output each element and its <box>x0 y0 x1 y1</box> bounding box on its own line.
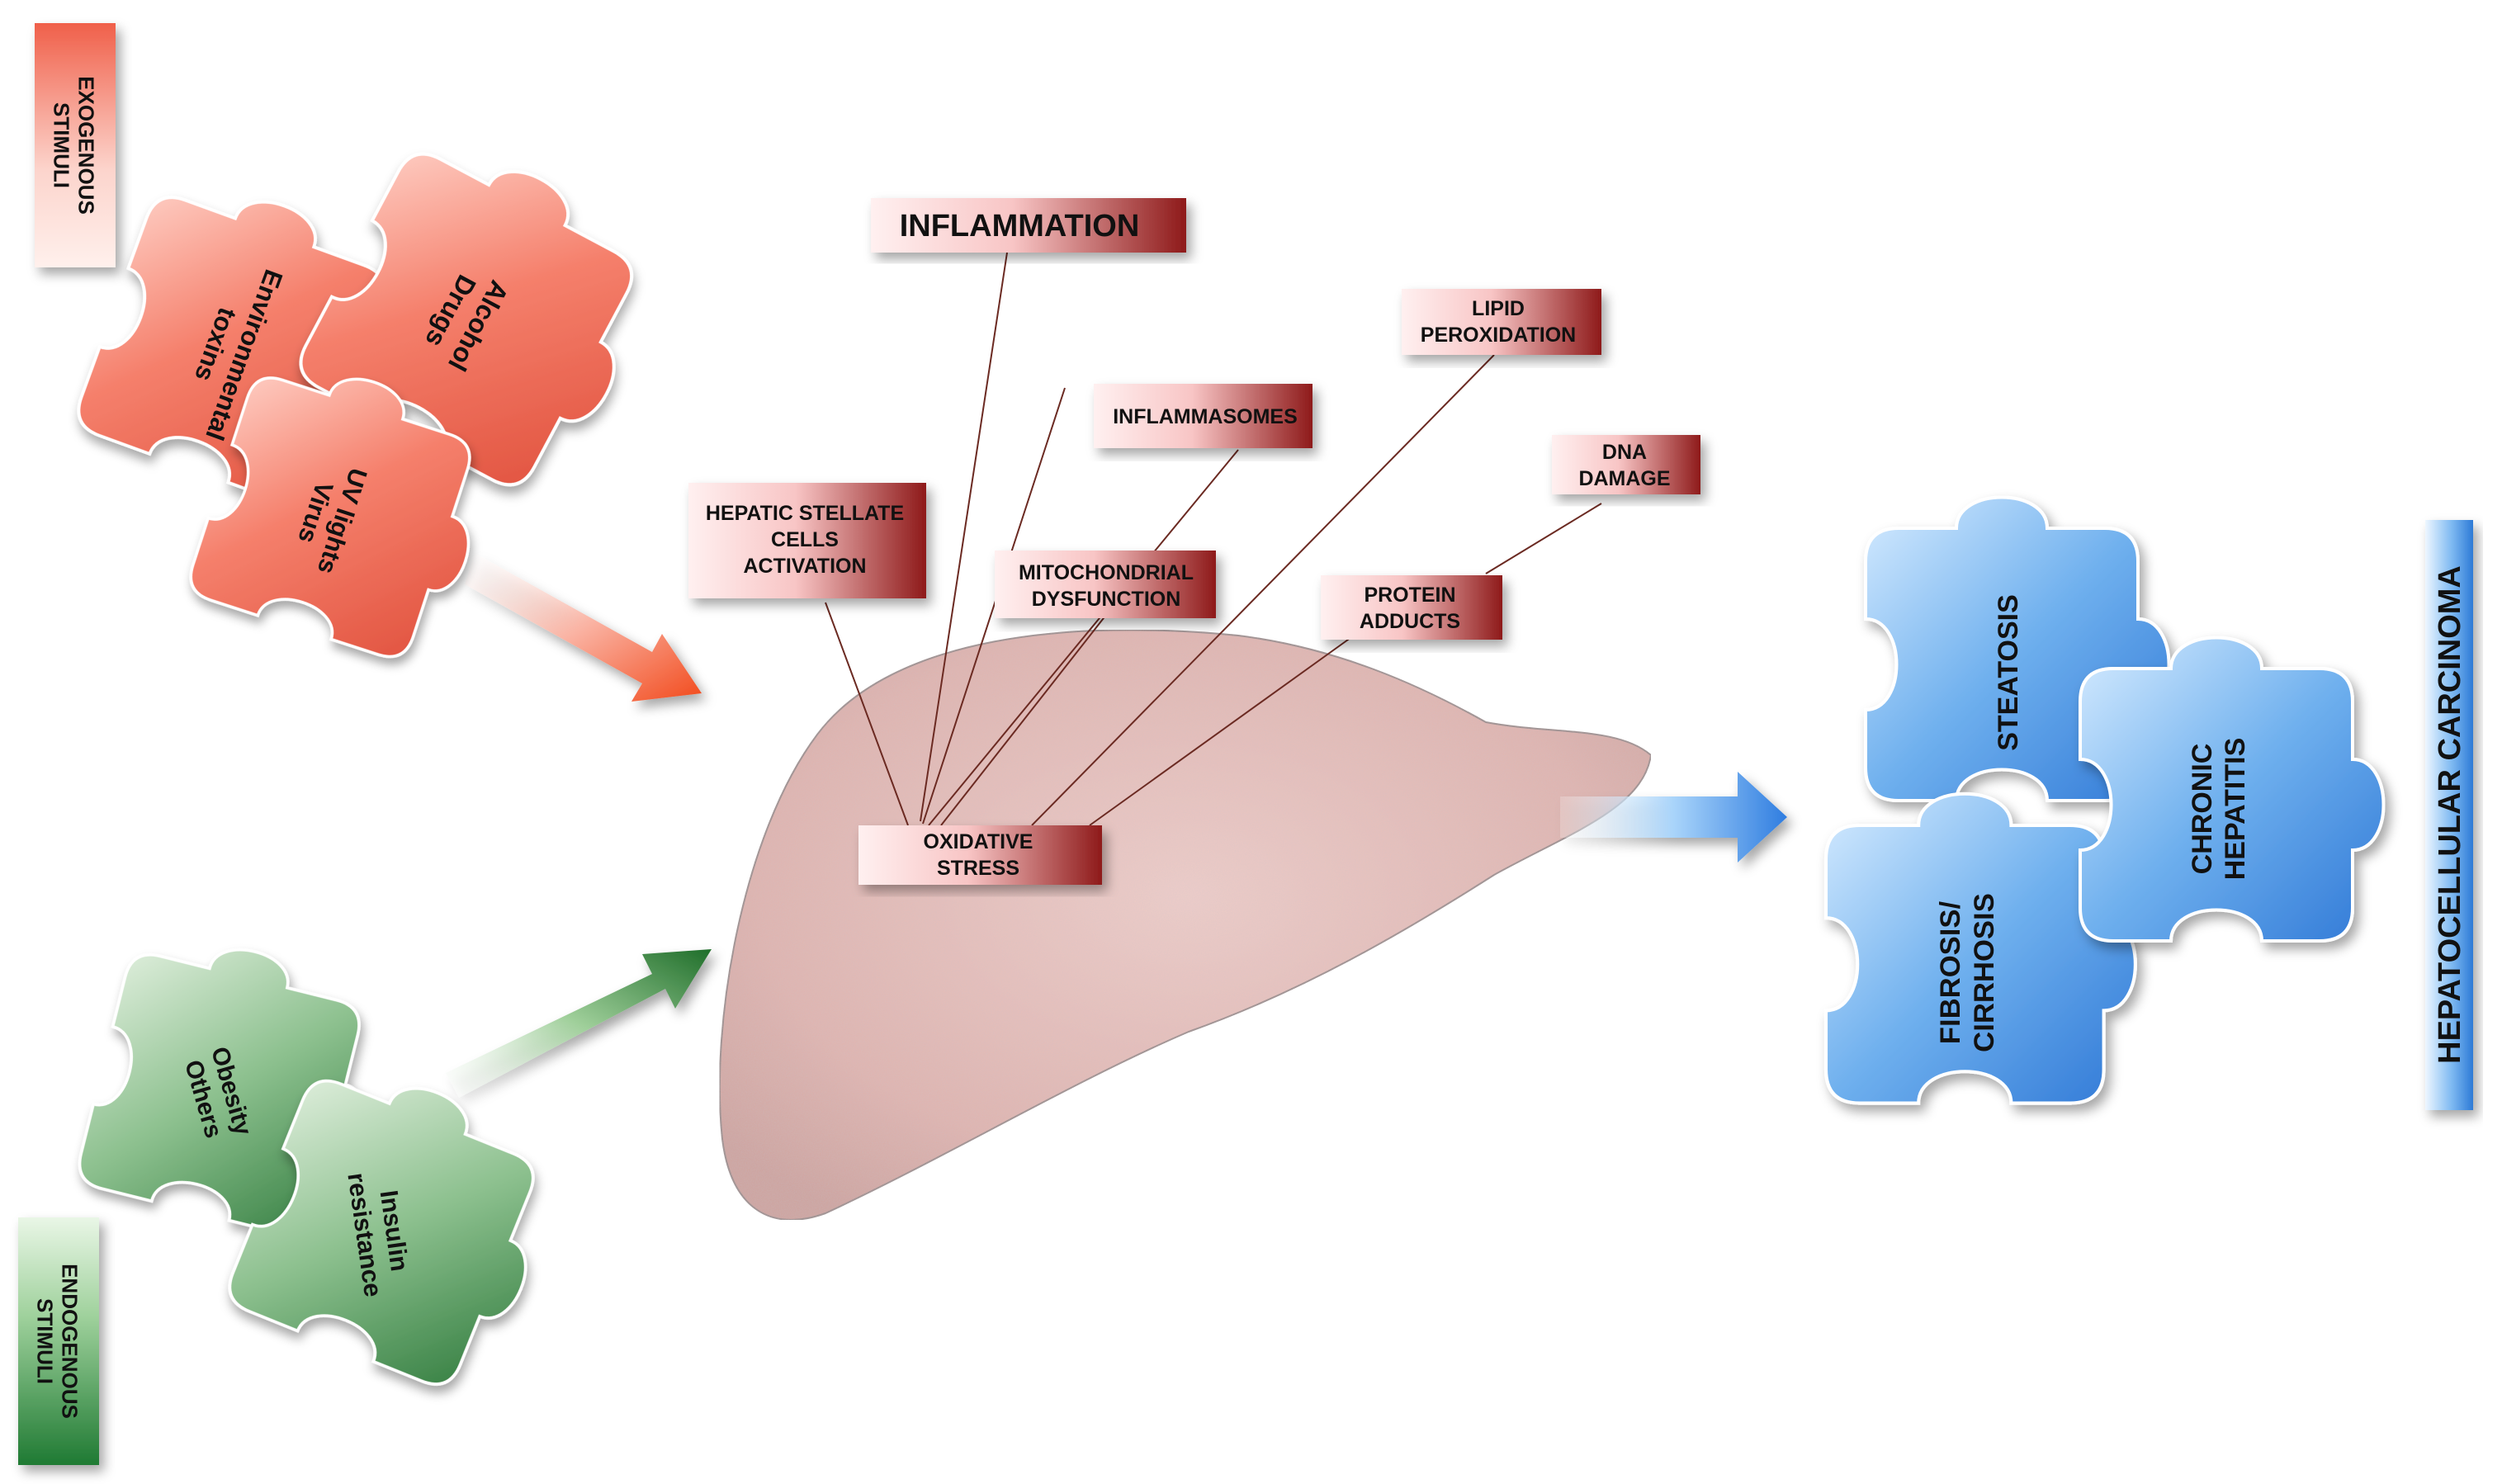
endo-label-line-1: STIMULI <box>33 1298 58 1384</box>
out-0-line-0: STEATOSIS <box>1993 594 2024 751</box>
arrow-outcome <box>1560 772 1787 863</box>
liver-shape <box>718 629 1653 1221</box>
mech-3-line-0: DNA <box>1602 441 1647 464</box>
box-protein-adducts: PROTEIN ADDUCTS <box>1321 575 1502 640</box>
connector-lines <box>825 252 1602 826</box>
puzzle-piece-fibrosis-cirrhosis: FIBROSIS/CIRRHOSIS <box>1826 794 2135 1104</box>
svg-text:STEATOSIS: STEATOSIS <box>1993 594 2024 751</box>
endogenous-stimuli-label: ENDOGENOUSSTIMULI <box>18 1217 99 1465</box>
box-mitochondrial-dysfunction: MITOCHONDRIAL DYSFUNCTION <box>995 551 1216 618</box>
hcc-text: HEPATOCELLULAR CARCINOMA <box>2433 565 2467 1064</box>
mech-2-line-0: INFLAMMASOMES <box>1113 405 1298 428</box>
out-1-line-0: CHRONIC <box>2187 744 2218 875</box>
puzzle-piece-chronic-hepatitis: CHRONICHEPATITIS <box>2079 636 2386 943</box>
mech-5-line-1: DYSFUNCTION <box>1032 588 1181 611</box>
out-2-line-1: CIRRHOSIS <box>1969 893 2000 1052</box>
mech-1-line-0: LIPID <box>1472 297 1525 320</box>
arrow-endogenous <box>446 949 712 1098</box>
box-inflammasomes: INFLAMMASOMES <box>1094 384 1312 448</box>
center-text-line-1: STRESS <box>937 857 1019 880</box>
box-oxidative-stress: OXIDATIVE STRESS <box>858 825 1102 885</box>
puzzle-piece-steatosis: STEATOSIS <box>1864 495 2171 802</box>
out-1-line-1: HEPATITIS <box>2220 738 2251 881</box>
svg-text:CHRONICHEPATITIS: CHRONICHEPATITIS <box>2187 738 2251 881</box>
svg-text:EXOGENOUSSTIMULI: EXOGENOUSSTIMULI <box>50 76 99 215</box>
box-inflammation: INFLAMMATION <box>871 198 1186 253</box>
mech-4-line-0: HEPATIC STELLATE <box>706 502 904 525</box>
svg-text:INFLAMMASOMES: INFLAMMASOMES <box>1113 405 1298 428</box>
box-hepatic-stellate-cells-activation: HEPATIC STELLATE CELLS ACTIVATION <box>688 483 926 598</box>
endo-label-line-0: ENDOGENOUS <box>58 1264 83 1419</box>
box-dna-damage: DNA DAMAGE <box>1552 435 1700 494</box>
puzzle-piece-alcohol-drugs: AlcoholDrugs <box>289 116 683 510</box>
mech-4-line-1: CELLS <box>771 528 839 551</box>
hepatocellular-carcinoma-label: HEPATOCELLULAR CARCINOMA <box>2425 520 2473 1110</box>
mech-6-line-1: ADDUCTS <box>1360 610 1460 633</box>
puzzle-piece-uv-lights-virus: UV lightsVirus <box>182 344 511 673</box>
svg-text:INFLAMMATION: INFLAMMATION <box>900 209 1140 243</box>
box-lipid-peroxidation: LIPID PEROXIDATION <box>1402 289 1601 355</box>
exo-label-line-0: EXOGENOUS <box>74 76 99 215</box>
arrow-exogenous <box>465 553 702 702</box>
puzzle-piece-insulin-resistance: Insulinresistance <box>220 1045 579 1405</box>
exo-label-line-1: STIMULI <box>50 102 74 188</box>
mech-4-line-2: ACTIVATION <box>743 555 866 578</box>
mech-6-line-0: PROTEIN <box>1364 584 1455 607</box>
mech-0-line-0: INFLAMMATION <box>900 209 1140 243</box>
mech-5-line-0: MITOCHONDRIAL <box>1019 561 1194 584</box>
exogenous-stimuli-label: EXOGENOUSSTIMULI <box>35 23 116 267</box>
center-text-line-0: OXIDATIVE <box>924 830 1033 853</box>
svg-text:ENDOGENOUSSTIMULI: ENDOGENOUSSTIMULI <box>33 1264 83 1419</box>
svg-text:FIBROSIS/CIRRHOSIS: FIBROSIS/CIRRHOSIS <box>1935 893 2000 1052</box>
mech-3-line-1: DAMAGE <box>1578 467 1670 490</box>
puzzle-piece-obesity-others: ObesityOthers <box>72 921 400 1248</box>
out-2-line-0: FIBROSIS/ <box>1935 900 1966 1044</box>
mech-1-line-1: PEROXIDATION <box>1421 324 1576 347</box>
